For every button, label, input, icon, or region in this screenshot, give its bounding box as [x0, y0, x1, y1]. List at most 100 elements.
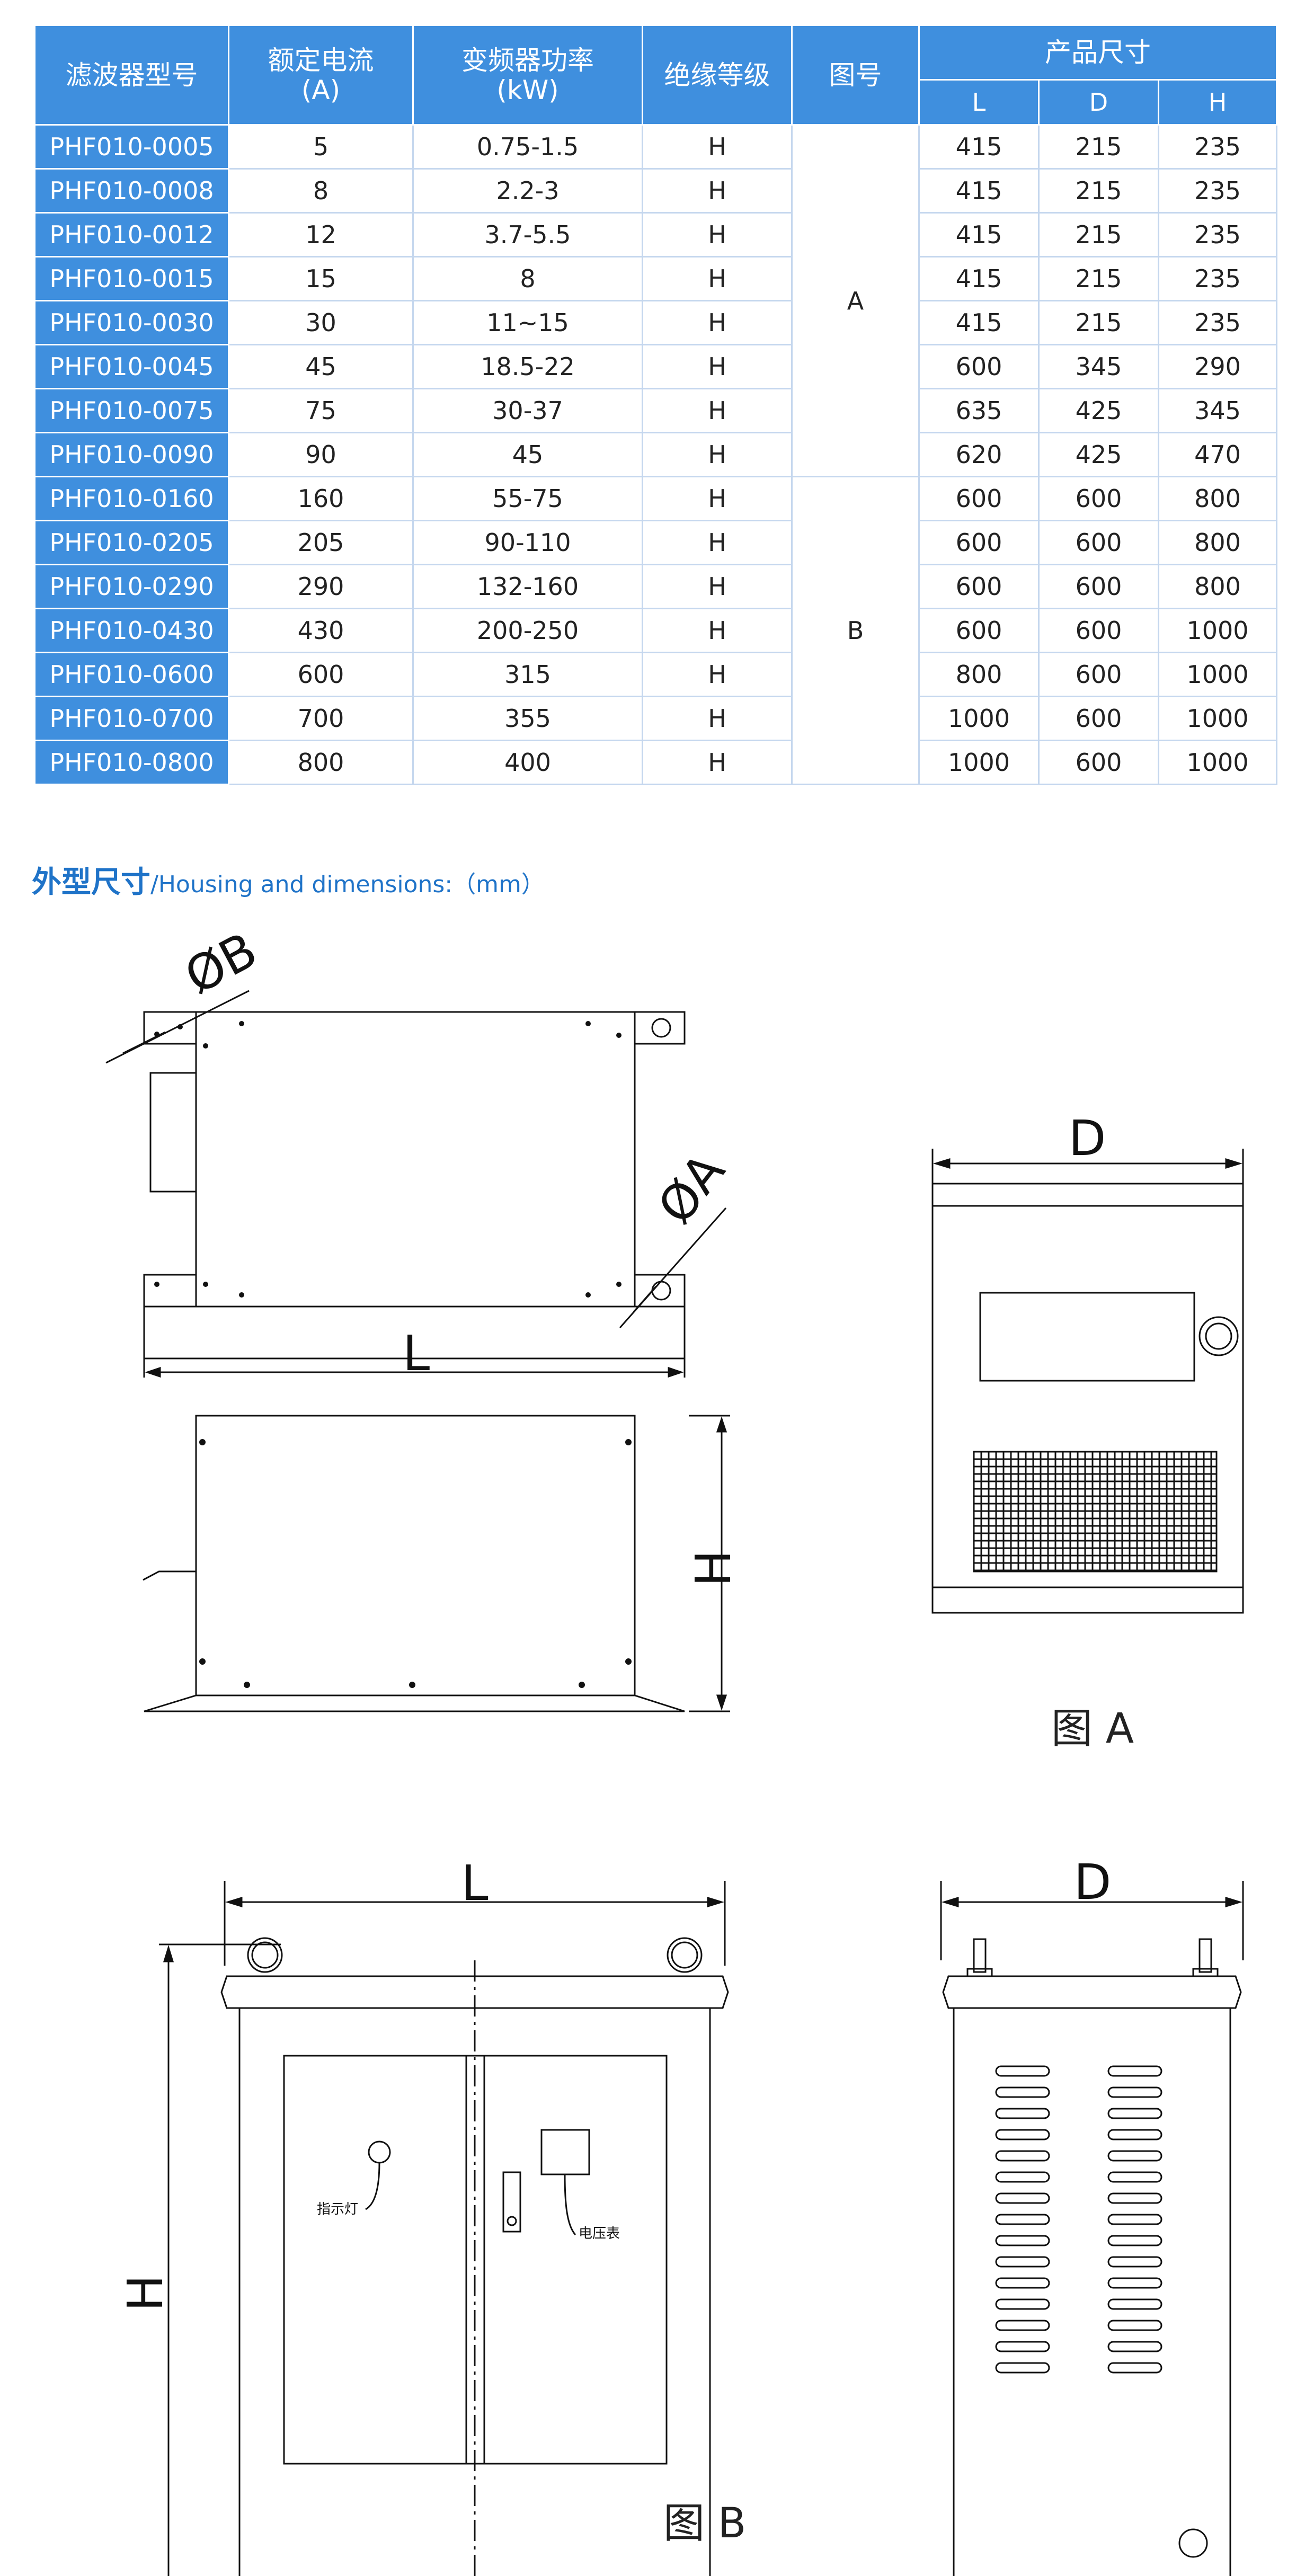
louver-slot [995, 2277, 1050, 2289]
cell-dim-l: 600 [918, 344, 1040, 389]
cell-insulation: H [642, 740, 793, 785]
cell-model: PHF010-0205 [34, 520, 229, 565]
cell-insulation: H [642, 388, 793, 433]
cell-dim-d: 215 [1038, 124, 1159, 170]
cell-dim-h: 800 [1157, 476, 1278, 521]
louver-slot [995, 2320, 1050, 2331]
cell-model: PHF010-0045 [34, 344, 229, 389]
cell-model: PHF010-0012 [34, 212, 229, 257]
louver-slot [1107, 2214, 1162, 2225]
louver-slot [1107, 2108, 1162, 2119]
cell-insulation: H [642, 124, 793, 170]
louver-slot [995, 2235, 1050, 2246]
louver-slot [1107, 2235, 1162, 2246]
figure-a-top-view: ØB ØA L [105, 921, 736, 1382]
figure-a-front-view: H [143, 1415, 742, 1712]
louver-slot [995, 2108, 1050, 2119]
cell-power: 11~15 [412, 300, 643, 345]
figure-b-l-label: L [461, 1855, 488, 1912]
figure-b-caption: 图 B [663, 2500, 747, 2547]
cell-dim-d: 215 [1038, 168, 1159, 214]
cell-dim-l: 635 [918, 388, 1040, 433]
louver-slot [1107, 2129, 1162, 2140]
louver-slot [1107, 2086, 1162, 2098]
cell-dim-l: 600 [918, 476, 1040, 521]
cell-dim-l: 800 [918, 652, 1040, 697]
cell-dim-l: 415 [918, 212, 1040, 257]
cell-model: PHF010-0160 [34, 476, 229, 521]
cell-insulation: H [642, 476, 793, 521]
cell-dim-d: 600 [1038, 740, 1159, 785]
cell-current: 290 [228, 564, 414, 609]
figure-a-phi-a-label: ØA [647, 1143, 736, 1234]
cell-dim-d: 600 [1038, 564, 1159, 609]
figure-b-d-label: D [1074, 1854, 1112, 1911]
louver-slot [995, 2362, 1050, 2374]
cell-model: PHF010-0075 [34, 388, 229, 433]
cell-current: 45 [228, 344, 414, 389]
cell-dim-h: 800 [1157, 564, 1278, 609]
cell-dim-d: 600 [1038, 652, 1159, 697]
figure-a-caption: 图 A [1051, 1705, 1134, 1753]
cell-dim-l: 1000 [918, 696, 1040, 741]
cell-power: 55-75 [412, 476, 643, 521]
cell-model: PHF010-0005 [34, 124, 229, 170]
cell-dim-l: 415 [918, 124, 1040, 170]
cell-current: 160 [228, 476, 414, 521]
cell-dim-d: 600 [1038, 608, 1159, 653]
cell-dim-h: 1000 [1157, 652, 1278, 697]
header-dim-l: L [918, 79, 1040, 126]
cell-current: 205 [228, 520, 414, 565]
cell-dim-h: 1000 [1157, 608, 1278, 653]
cell-power: 400 [412, 740, 643, 785]
figure-a-phi-b-label: ØB [176, 921, 266, 1005]
louver-slot [1107, 2341, 1162, 2352]
louver-slot [1107, 2171, 1162, 2183]
cell-current: 600 [228, 652, 414, 697]
cell-current: 8 [228, 168, 414, 214]
header-power-label: 变频器功率 [461, 45, 594, 76]
cell-dim-h: 235 [1157, 212, 1278, 257]
cell-model: PHF010-0800 [34, 740, 229, 785]
spec-table: 滤波器型号 额定电流 (A) 变频器功率 (kW) 绝缘等级 图号 产品尺寸 L… [34, 24, 1278, 785]
header-current-label: 额定电流 [268, 45, 374, 76]
louver-slot [1107, 2277, 1162, 2289]
louver-slot [995, 2065, 1050, 2077]
cell-insulation: H [642, 168, 793, 214]
cell-current: 15 [228, 256, 414, 301]
cell-power: 315 [412, 652, 643, 697]
header-power-unit: (kW) [496, 74, 559, 105]
cell-current: 430 [228, 608, 414, 653]
cell-power: 30-37 [412, 388, 643, 433]
header-power: 变频器功率 (kW) [412, 24, 643, 126]
figure-a-h-label: H [685, 1550, 742, 1586]
cell-dim-d: 215 [1038, 256, 1159, 301]
louver-slot [1107, 2150, 1162, 2162]
cell-model: PHF010-0600 [34, 652, 229, 697]
cell-current: 90 [228, 432, 414, 477]
cell-model: PHF010-0015 [34, 256, 229, 301]
cell-dim-l: 620 [918, 432, 1040, 477]
cell-dim-h: 235 [1157, 300, 1278, 345]
cell-current: 30 [228, 300, 414, 345]
cell-insulation: H [642, 212, 793, 257]
cell-dim-h: 235 [1157, 256, 1278, 301]
louver-slot [1107, 2256, 1162, 2268]
cell-dim-d: 215 [1038, 300, 1159, 345]
header-dim-d: D [1038, 79, 1159, 126]
cell-dim-d: 425 [1038, 432, 1159, 477]
figure-a-l-label: L [403, 1325, 430, 1382]
cell-model: PHF010-0030 [34, 300, 229, 345]
cell-dim-l: 1000 [918, 740, 1040, 785]
cell-power: 200-250 [412, 608, 643, 653]
cell-insulation: H [642, 564, 793, 609]
cell-current: 700 [228, 696, 414, 741]
